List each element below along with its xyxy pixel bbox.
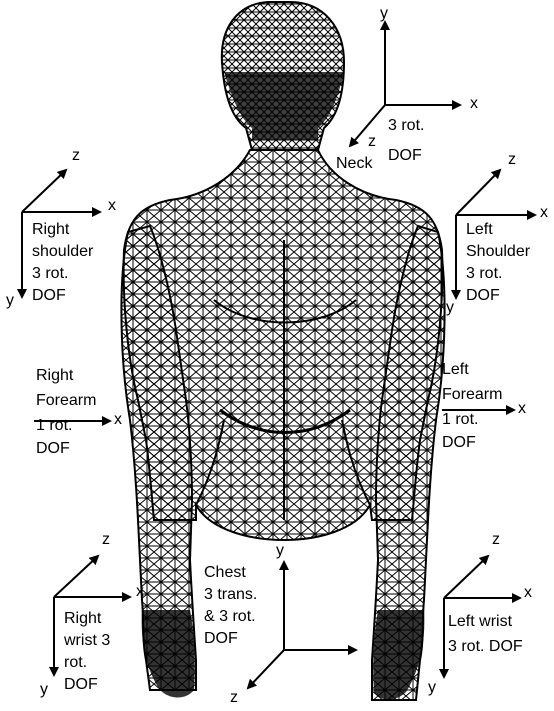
- neck-label: Neck: [336, 154, 372, 173]
- left-forearm-x-axis-label: x: [518, 401, 526, 417]
- right-shoulder-x-axis-label: x: [108, 198, 116, 214]
- right-shoulder-y-axis-label: y: [6, 293, 14, 309]
- right-wrist-y-axis-label: y: [40, 682, 48, 698]
- left-shoulder-label: Left Shoulder 3 rot. DOF: [466, 220, 530, 305]
- right-shoulder-label: Right shoulder 3 rot. DOF: [32, 220, 93, 305]
- left-wrist-label: Left wrist 3 rot. DOF: [448, 612, 523, 656]
- right-wrist-z-axis-label: z: [102, 532, 110, 548]
- left-wrist-z-axis-label: z: [492, 532, 500, 548]
- left-wrist-y-axis-label: y: [428, 680, 436, 696]
- chest-label: Chest 3 trans. & 3 rot. DOF: [204, 563, 257, 648]
- neck-dof-line-2: DOF: [388, 146, 422, 165]
- left-forearm-label: Left Forearm 1 rot. DOF: [442, 360, 502, 452]
- right-wrist-label: Right wrist 3 rot. DOF: [64, 609, 110, 694]
- right-forearm-label: Right Forearm 1 rot. DOF: [36, 366, 96, 458]
- chest-axes: [248, 562, 356, 688]
- chest-y-axis-label: y: [276, 543, 284, 559]
- left-shoulder-y-axis-label: y: [446, 300, 454, 316]
- right-shoulder-z-axis-label: z: [72, 148, 80, 164]
- neck-y-axis-label: y: [380, 6, 388, 22]
- neck-dof-line-1: 3 rot.: [388, 116, 424, 135]
- right-wrist-x-axis-label: x: [136, 584, 144, 600]
- left-shoulder-z-axis-label: z: [508, 152, 516, 168]
- neck-x-axis-label: x: [470, 96, 478, 112]
- left-wrist-x-axis-label: x: [524, 585, 532, 601]
- left-shoulder-x-axis-label: x: [540, 205, 548, 221]
- neck-z-axis-label: z: [368, 134, 376, 150]
- head-mesh: [222, 2, 344, 150]
- chest-z-axis-label: z: [230, 690, 238, 706]
- right-forearm-x-axis-label: x: [114, 412, 122, 428]
